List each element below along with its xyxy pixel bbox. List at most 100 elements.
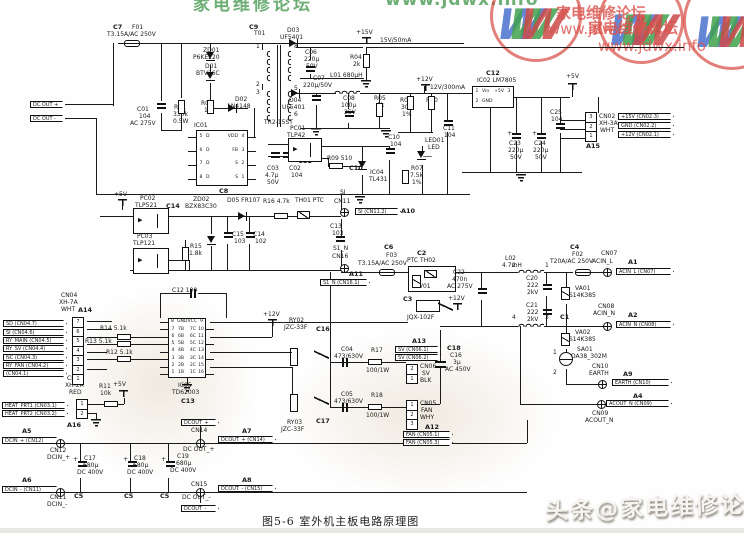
ptc-icon — [297, 211, 310, 219]
schematic-label: VA02 — [575, 329, 591, 336]
schematic-label: R16 4.7k — [263, 198, 290, 205]
schematic-label: VA01 — [575, 285, 591, 292]
res-v-icon — [407, 96, 414, 110]
var-icon — [412, 275, 421, 288]
cap-v-icon — [224, 232, 233, 238]
zener-d-icon — [206, 52, 215, 62]
wire — [520, 404, 599, 405]
schematic-label: A2 — [628, 311, 638, 319]
schematic-label: D04 — [289, 97, 302, 104]
res-v-icon — [178, 100, 185, 114]
tp-icon — [598, 380, 607, 389]
schematic-label: 680μ — [133, 462, 149, 469]
schematic-label: C12 — [486, 69, 500, 77]
schematic-label: A15 — [586, 142, 601, 150]
wire — [130, 443, 131, 461]
wire — [113, 43, 114, 106]
connector-pin: 5 — [73, 337, 83, 347]
connector-pin: 1 — [76, 376, 80, 382]
schematic-label: R09 510 — [327, 155, 353, 162]
schematic-label: 2 — [553, 369, 557, 376]
schematic-label: C08 — [343, 95, 355, 102]
gnd-icon — [516, 174, 526, 182]
schematic-label: RY03 — [287, 419, 303, 426]
wire — [277, 45, 278, 127]
schematic-label: R07 — [411, 165, 423, 172]
wire — [100, 216, 133, 217]
connector-pin: 1 — [407, 401, 417, 411]
schematic-label: A9 — [623, 370, 633, 378]
schematic-label: CN02 — [599, 113, 616, 120]
wire — [80, 478, 81, 492]
schematic-label: ZD02 — [193, 196, 210, 203]
schematic-label: T01 — [254, 30, 266, 37]
schematic-label: A1 — [628, 258, 638, 266]
schematic-label: S14K385 — [569, 292, 596, 299]
schematic-label: C22 — [453, 269, 465, 276]
wire — [181, 113, 182, 131]
watermark-title: 家电维修论坛 — [588, 19, 679, 37]
net-pill: S1_N (CN16.1) — [320, 279, 370, 286]
wire — [598, 97, 599, 113]
connector-pin: 1 — [589, 133, 593, 139]
net-pill: SI (CN11.2) — [355, 208, 401, 215]
wire — [96, 413, 97, 419]
cap-v-icon — [336, 236, 345, 242]
schematic-label: LED — [428, 144, 440, 151]
schematic-label: 50V — [510, 154, 522, 161]
wire — [206, 374, 214, 375]
schematic-label: IC02 LM7805 — [477, 77, 517, 84]
ptc-icon — [424, 270, 437, 278]
wire — [280, 45, 281, 127]
net-pill: +12V (CN02.1) — [618, 131, 674, 138]
schematic-label: 104 — [291, 172, 303, 179]
connector-pin: 7 — [73, 318, 83, 328]
schematic-label: 10k — [100, 390, 112, 397]
wire — [188, 179, 196, 180]
schematic-label: C02 — [289, 165, 301, 172]
pwr-icon — [421, 84, 430, 91]
net-pill: RY_FAN (CN04.2) — [3, 362, 67, 369]
wire — [348, 123, 349, 128]
wire — [87, 359, 117, 360]
wire — [88, 413, 96, 414]
cap-v-icon — [543, 284, 552, 290]
schematic-label: 7.5k — [410, 172, 424, 179]
wire — [124, 398, 125, 404]
wire — [490, 108, 491, 172]
sg-icon — [559, 352, 573, 366]
wire — [440, 326, 518, 327]
wire — [322, 146, 389, 147]
schematic-label: A7 — [242, 427, 252, 435]
schematic-label: 103 — [332, 230, 344, 237]
wire — [131, 337, 168, 338]
wire — [249, 216, 250, 232]
schematic-label: 12V/300mA — [430, 84, 466, 91]
cap-v-icon — [345, 111, 354, 117]
schematic-label: JQX-102F — [407, 314, 435, 321]
wire — [520, 326, 521, 404]
schematic-label: L01 680μH — [330, 72, 363, 79]
schematic-label: C13 — [330, 223, 342, 230]
res-h-icon — [368, 359, 382, 365]
wire — [462, 172, 582, 173]
schematic-label: 104 — [444, 132, 456, 139]
wire — [272, 326, 273, 337]
wire — [566, 304, 567, 326]
net-pill: HEAT_PRT1 (CN03.1) — [2, 402, 68, 409]
schematic-label: DC 400V — [127, 469, 154, 476]
tp-icon — [603, 268, 612, 277]
wire — [422, 165, 423, 194]
wire — [516, 97, 517, 133]
schematic-label: A6 — [22, 476, 32, 484]
wire — [200, 495, 201, 503]
schematic-label: A16 — [67, 421, 82, 429]
schematic-label: 2kV — [527, 289, 539, 296]
schematic-label: C14 — [253, 231, 265, 238]
